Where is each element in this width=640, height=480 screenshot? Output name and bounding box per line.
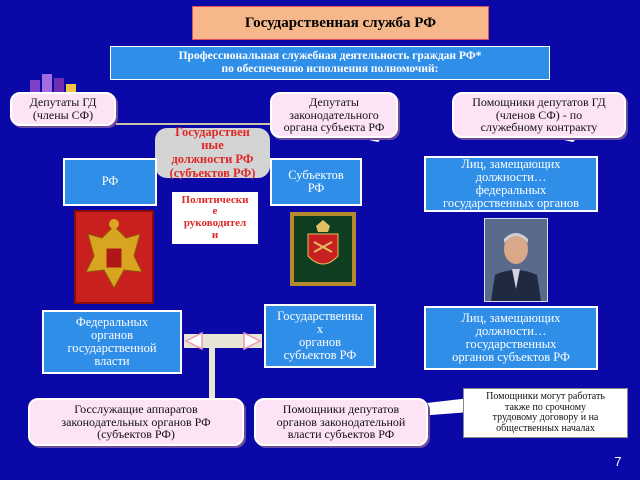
deputies-gd-line-1: Депутаты ГД xyxy=(29,95,97,110)
federal-officials-line-1: Лиц, замещающих xyxy=(461,156,561,171)
rf-box: РФ xyxy=(63,158,157,206)
assistants-note-line-1: Помощники могут работать xyxy=(486,391,605,402)
federal-officials-line-2: должности… xyxy=(475,169,547,184)
deputies-gd-line-2: (члены СФ) xyxy=(32,108,94,122)
state-bodies-line-4: субъектов РФ xyxy=(283,348,357,363)
state-positions-line-2: ные xyxy=(201,138,224,153)
subjects-rf-line-1: Субъектов xyxy=(288,167,344,182)
regional-officials-box: Лиц, замещающих должности… государственн… xyxy=(424,306,598,370)
deputies-gd-box: Депутаты ГД (члены СФ) xyxy=(10,92,116,126)
federal-bodies-box: Федеральных органов государственной влас… xyxy=(42,310,182,374)
state-positions-line-3: должности РФ xyxy=(171,152,254,166)
regional-officials-line-4: органов субъектов РФ xyxy=(452,350,570,365)
subjects-rf-box: Субъектов РФ xyxy=(270,158,362,206)
horizontal-connector xyxy=(184,334,262,348)
civil-servants-line-2: законодательных органов РФ xyxy=(61,414,211,429)
subtitle-line-2: по обеспечению исполнения полномочий: xyxy=(221,63,439,75)
page-number: 7 xyxy=(614,453,622,469)
assistants-note-line-4: общественных началах xyxy=(496,422,595,434)
subjects-rf-line-2: РФ xyxy=(307,181,325,195)
regional-deputies-line-3: органа субъекта РФ xyxy=(283,120,385,135)
assistants-note-box: Помощники могут работать также по срочно… xyxy=(463,388,628,438)
political-leaders-box: Политически е руководител и xyxy=(172,192,258,244)
regional-deputies-line-1: Депутаты xyxy=(309,95,359,110)
subtitle-line-1: Профессиональная служебная деятельность … xyxy=(178,49,482,62)
rf-label: РФ xyxy=(101,174,119,189)
assistants-gd-line-1: Помощники депутатов ГД xyxy=(472,95,606,110)
political-leaders-line-1: Политически xyxy=(181,193,249,206)
state-positions-line-4: (субъектов РФ) xyxy=(169,165,256,180)
official-portrait-image xyxy=(484,218,548,302)
civil-servants-line-1: Госслужащие аппаратов xyxy=(74,402,198,417)
federal-bodies-line-2: органов xyxy=(90,327,134,342)
state-bodies-box: Государственны х органов субъектов РФ xyxy=(264,304,376,368)
subtitle-box: Профессиональная служебная деятельность … xyxy=(110,46,550,80)
political-leaders-line-4: и xyxy=(211,228,219,241)
triangle-left-icon xyxy=(184,331,204,351)
pointer-note xyxy=(418,398,470,416)
federal-bodies-line-3: государственной xyxy=(67,341,157,355)
regional-assistants-box: Помощники депутатов органов законодатель… xyxy=(254,398,428,446)
federal-officials-line-4: государственных органов xyxy=(443,196,579,211)
regional-assistants-line-3: власти субъектов РФ xyxy=(287,427,395,442)
triangle-right-icon xyxy=(242,331,262,351)
federal-bodies-line-4: власти xyxy=(94,354,130,369)
state-positions-callout: Государствен ные должности РФ (субъектов… xyxy=(155,124,270,180)
federal-officials-line-3: федеральных xyxy=(475,183,547,197)
state-bodies-line-2: х xyxy=(316,321,324,336)
regional-assistants-line-1: Помощники депутатов xyxy=(282,402,400,417)
regional-officials-line-1: Лиц, замещающих xyxy=(461,310,561,325)
page-title-text: Государственная служба РФ xyxy=(244,14,437,31)
assistants-gd-line-2: (членов СФ) - по xyxy=(495,107,583,122)
civil-servants-line-3: (субъектов РФ) xyxy=(97,427,175,442)
state-bodies-line-1: Государственны xyxy=(277,308,363,323)
federal-officials-box: Лиц, замещающих должности… федеральных г… xyxy=(424,156,598,212)
assistants-gd-line-3: служебному контракту xyxy=(480,120,598,135)
assistants-note-line-3: трудовому договору и на xyxy=(492,412,599,423)
regional-officials-line-3: государственных xyxy=(465,337,557,351)
state-bodies-line-3: органов xyxy=(298,335,341,349)
political-leaders-line-3: руководител xyxy=(183,217,247,229)
civil-servants-box: Госслужащие аппаратов законодательных ор… xyxy=(28,398,244,446)
assistants-note-line-2: также по срочному xyxy=(504,401,587,413)
regional-assistants-line-2: органов законодательной xyxy=(276,414,406,429)
political-leaders-line-2: е xyxy=(212,205,218,218)
regional-officials-line-2: должности… xyxy=(475,323,547,338)
page-title: Государственная служба РФ xyxy=(192,6,489,40)
regional-deputies-line-2: законодательного xyxy=(289,107,379,122)
state-positions-line-1: Государствен xyxy=(175,124,250,139)
regional-deputies-box: Депутаты законодательного органа субъект… xyxy=(270,92,398,138)
assistants-gd-box: Помощники депутатов ГД (членов СФ) - по … xyxy=(452,92,626,138)
russia-coat-of-arms-image xyxy=(74,210,154,304)
federal-bodies-line-1: Федеральных xyxy=(75,314,149,329)
region-coat-of-arms-image xyxy=(290,212,356,286)
